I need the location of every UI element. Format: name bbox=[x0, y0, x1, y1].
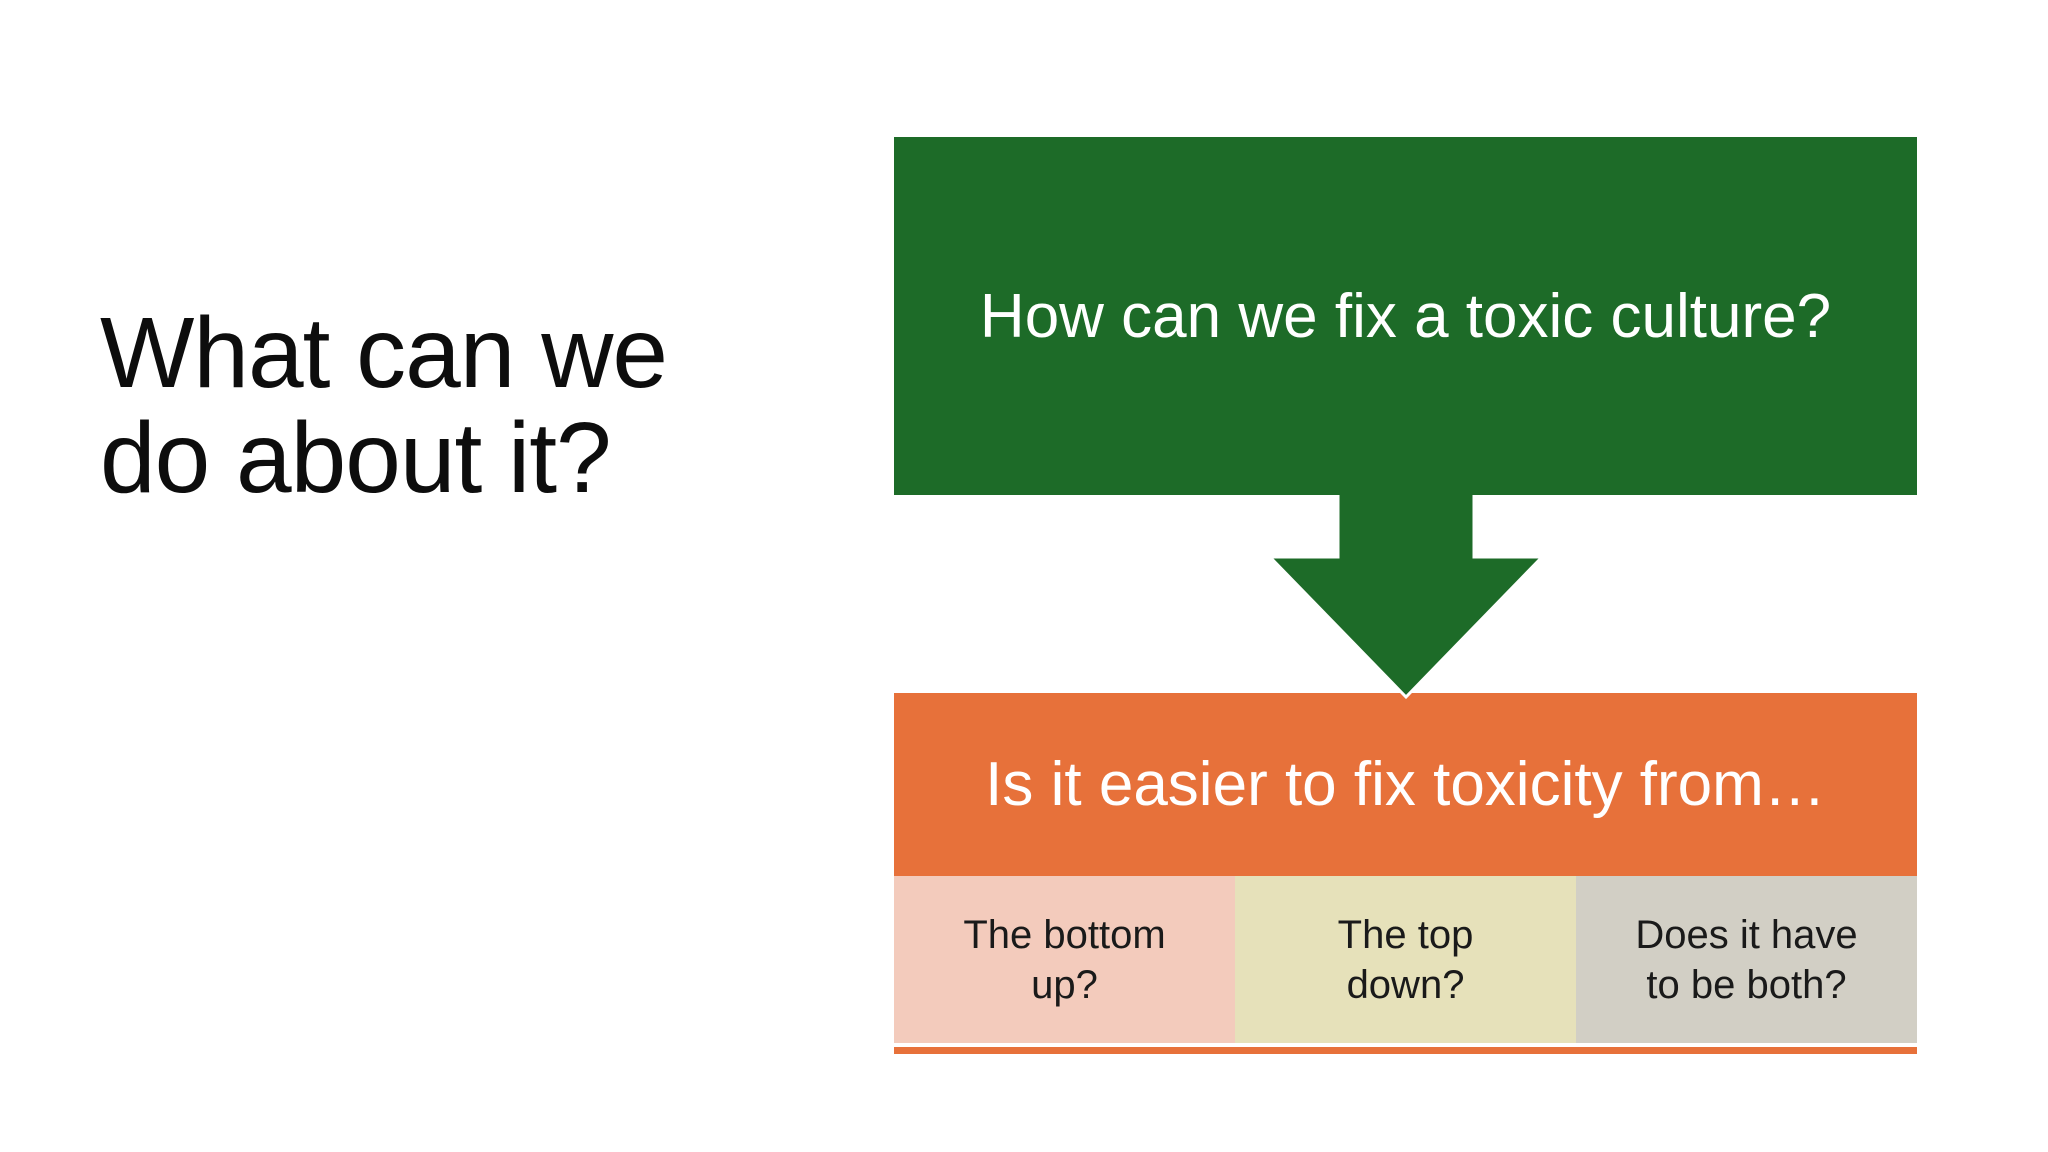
down-arrow-icon bbox=[1270, 495, 1542, 700]
option-both-label: Does it have to be both? bbox=[1635, 912, 1858, 1007]
option-bottom-up-label: The bottom up? bbox=[963, 912, 1166, 1007]
question-box: Is it easier to fix toxicity from… bbox=[894, 693, 1917, 876]
page-title: What can we do about it? bbox=[100, 297, 668, 514]
options-bottom-gap bbox=[894, 1043, 1917, 1047]
option-bottom-up: The bottom up? bbox=[894, 876, 1235, 1043]
options-row: The bottom up? The top down? Does it hav… bbox=[894, 876, 1917, 1043]
top-question-label: How can we fix a toxic culture? bbox=[979, 281, 1832, 351]
option-top-down: The top down? bbox=[1235, 876, 1576, 1043]
top-question-box: How can we fix a toxic culture? bbox=[894, 137, 1917, 495]
question-group: Is it easier to fix toxicity from… The b… bbox=[894, 693, 1917, 1054]
down-arrow-shape bbox=[1270, 495, 1542, 700]
question-label: Is it easier to fix toxicity from… bbox=[985, 750, 1826, 819]
option-both: Does it have to be both? bbox=[1576, 876, 1917, 1043]
option-top-down-label: The top down? bbox=[1337, 912, 1474, 1007]
